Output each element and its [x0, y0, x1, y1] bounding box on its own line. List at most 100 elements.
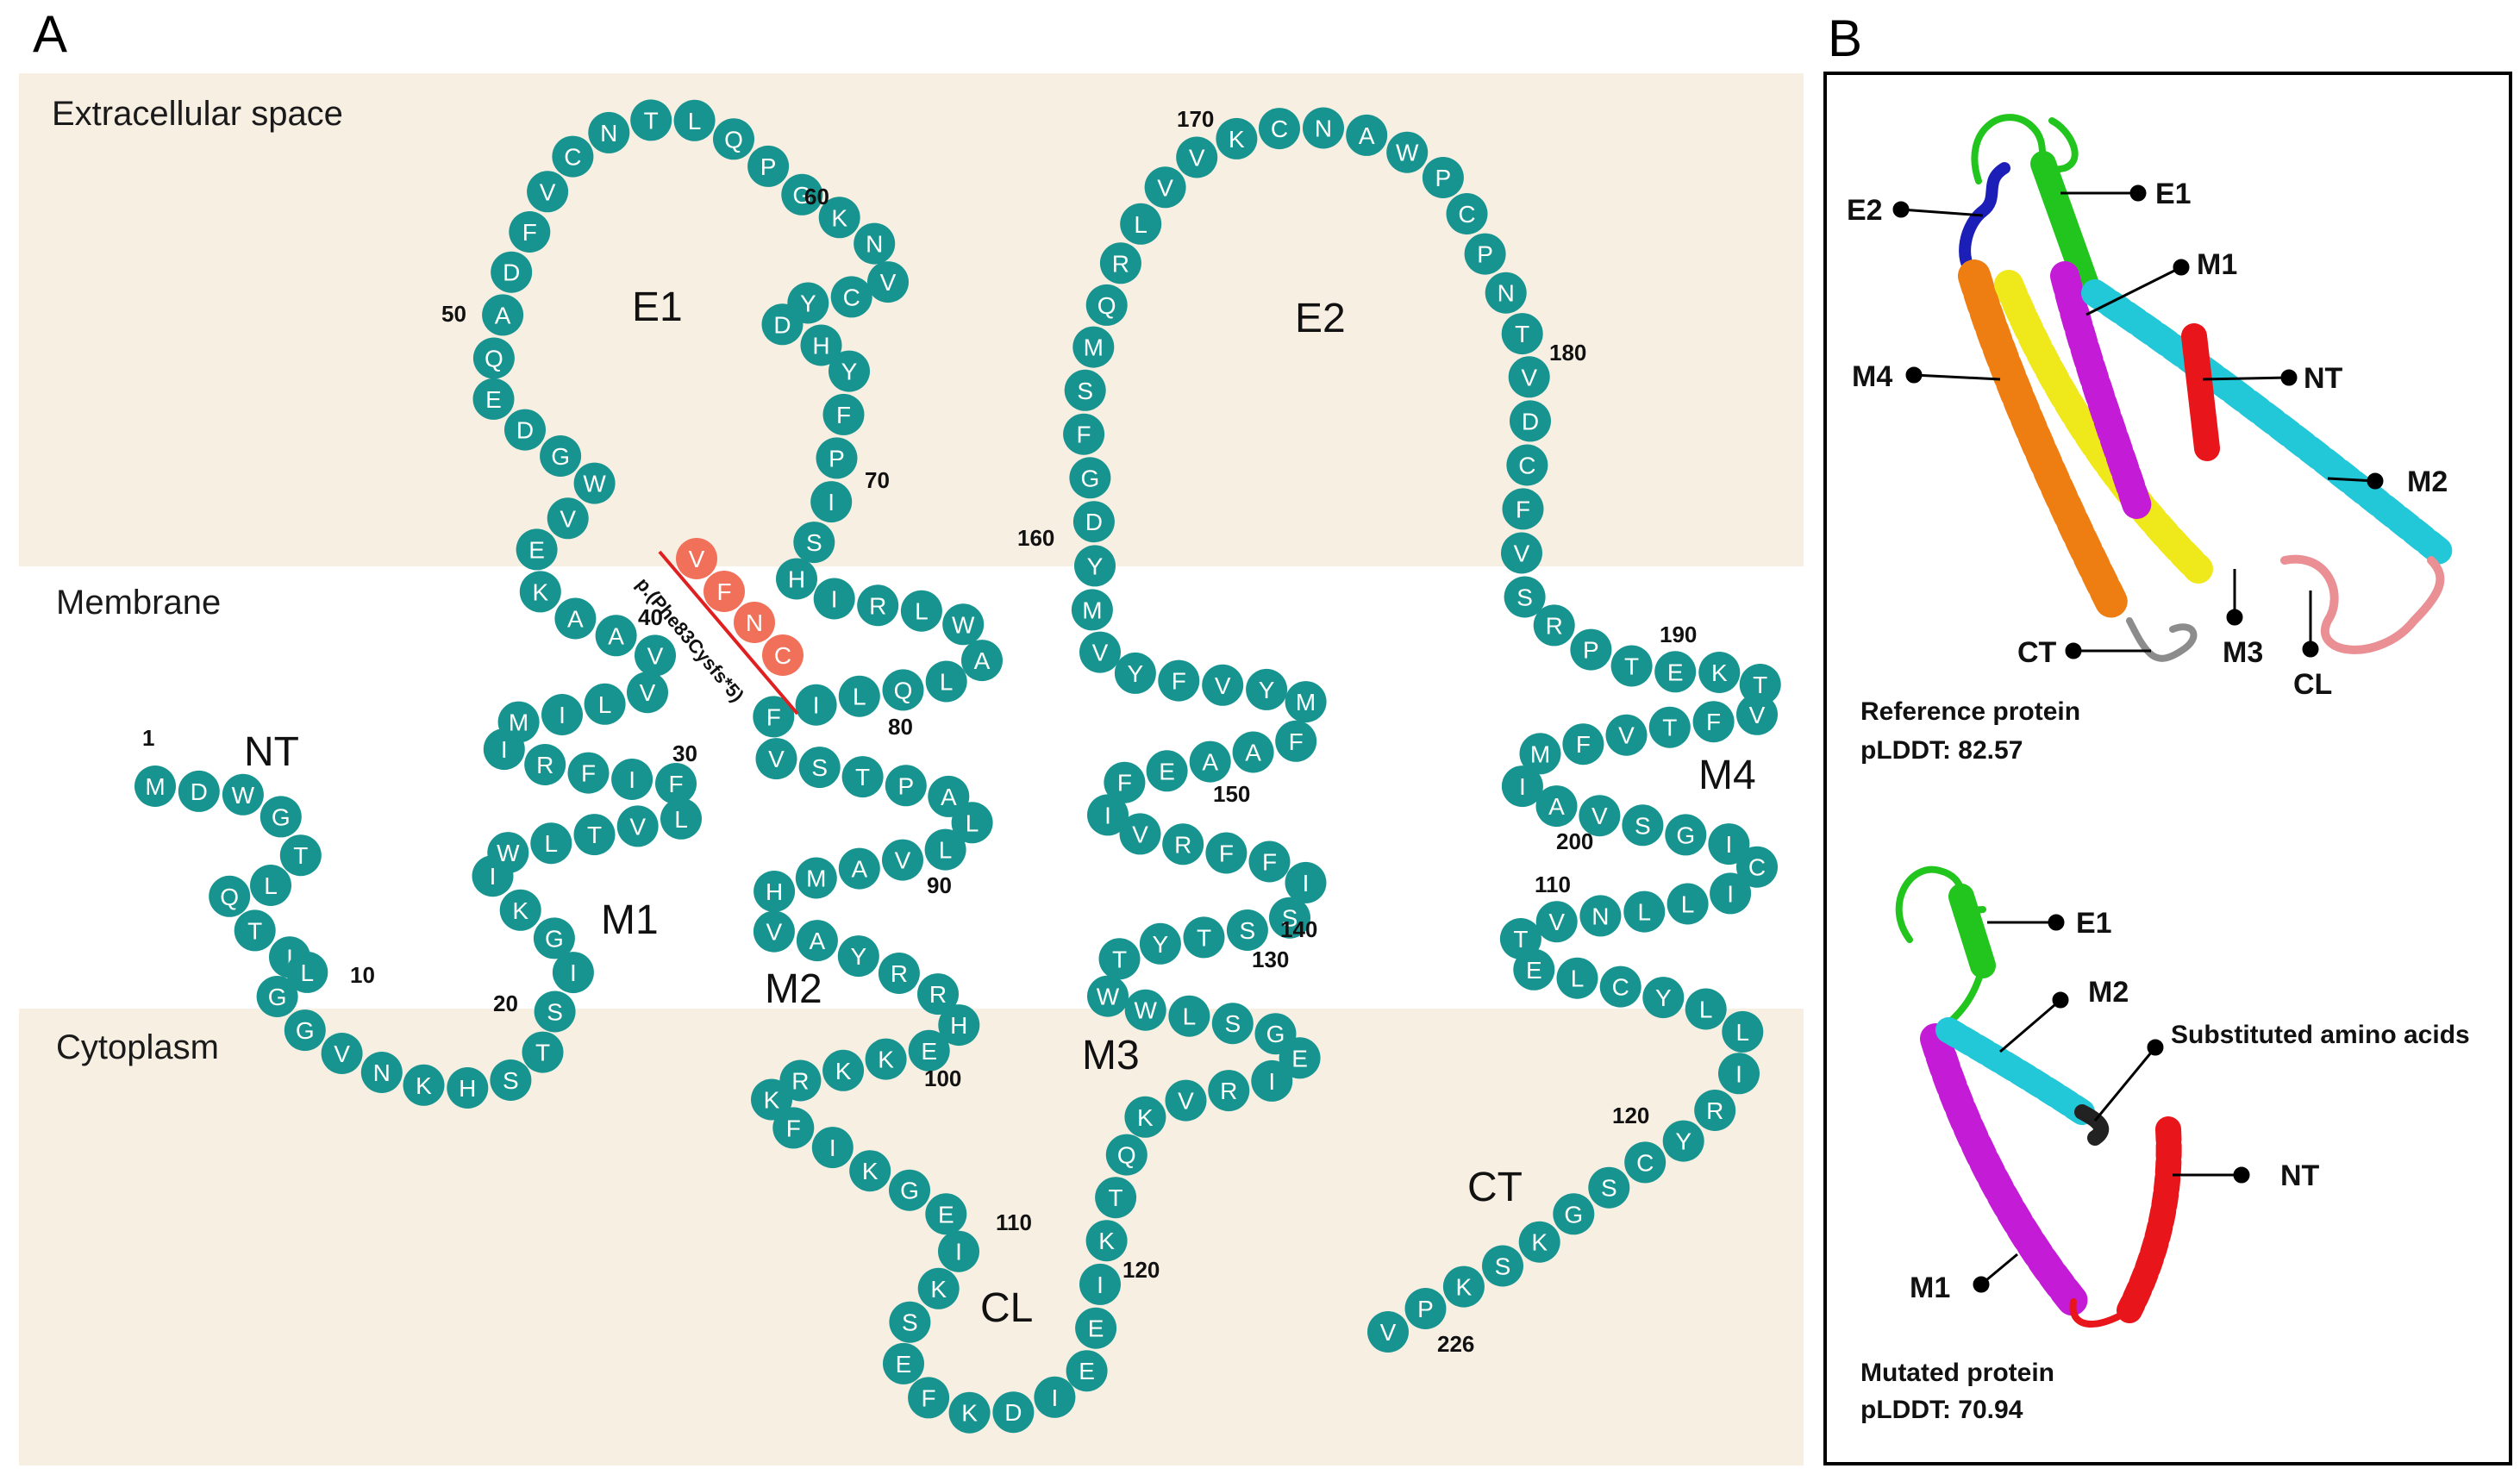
residue-letter: T [855, 764, 870, 790]
residue-105: F [772, 1107, 815, 1149]
residue-circle [1232, 731, 1274, 773]
residue-letter: L [940, 669, 954, 696]
residue-36: L [584, 683, 626, 725]
residue-79: Q [882, 669, 924, 711]
residue-131: L [1168, 995, 1210, 1037]
residue-186: T [1610, 645, 1653, 687]
residue-21: G [533, 917, 575, 959]
residue-circle [472, 337, 515, 379]
residue-77: A [961, 640, 1003, 682]
residue-150: M [1285, 681, 1327, 723]
residue-letter: L [1183, 1003, 1197, 1030]
residue-7: Q [209, 875, 251, 917]
residue-42: E [516, 528, 558, 571]
segment-m1: M1 [601, 897, 659, 943]
residue-circle [1508, 356, 1550, 398]
residue-71: S [793, 522, 835, 564]
residue-circle [800, 324, 842, 366]
residue-121: K [1085, 1220, 1128, 1262]
residue-59: G [781, 173, 823, 216]
residue-85: T [841, 756, 884, 798]
residue-circle [1654, 651, 1697, 693]
residue-letter: T [1197, 924, 1211, 951]
residue-circle [541, 694, 583, 735]
residue-letter: C [1518, 453, 1535, 479]
residue-circle [250, 865, 291, 906]
residue-circle [1736, 693, 1778, 735]
residue-130: S [1211, 1003, 1254, 1045]
residue-circle [925, 660, 967, 703]
residue-letter: G [296, 1017, 315, 1044]
residue-158: D [1072, 501, 1115, 543]
residue-circle [1162, 823, 1204, 865]
residue-letter: F [581, 760, 596, 787]
pos-220: 120 [1612, 1103, 1649, 1128]
residue-letter: M [806, 865, 826, 892]
residue-letter: E [1159, 758, 1175, 784]
ref-label-e2: E2 [1847, 194, 1883, 227]
residue-193: V [1605, 714, 1648, 756]
residue-letter: R [536, 752, 553, 778]
residue-circle [1066, 1350, 1108, 1392]
residue-letter: T [535, 1040, 550, 1066]
residue-letter: V [1157, 174, 1173, 201]
residue-letter: S [811, 754, 828, 781]
residue-letter: I [1104, 802, 1111, 828]
residue-175: P [1464, 233, 1506, 275]
residue-circle [1165, 1079, 1207, 1122]
residue-letter: T [1662, 715, 1677, 741]
residue-162: M [1072, 326, 1115, 368]
residue-14: N [360, 1052, 403, 1093]
residue-circle [673, 99, 716, 141]
residue-letter: V [895, 847, 911, 874]
residue-letter: L [1134, 211, 1147, 238]
residue-letter: V [1178, 1088, 1194, 1115]
residue-letter: C [1636, 1149, 1654, 1176]
residue-circle [882, 669, 924, 711]
residue-circle [284, 1009, 326, 1052]
residue-circle [1570, 628, 1612, 671]
residue-letter: R [869, 592, 886, 619]
residue-letter: R [891, 960, 908, 987]
residue-letter: F [1172, 668, 1186, 695]
residue-circle [497, 701, 540, 743]
residue-circle [552, 135, 594, 178]
residue-letter: D [503, 259, 520, 286]
residue-119: E [1075, 1307, 1117, 1349]
residue-letter: F [522, 219, 537, 246]
mut-label-subst: Substituted amino acids [2171, 1021, 2470, 1049]
residue-letter: L [1571, 965, 1585, 992]
residue-circle [1259, 108, 1300, 150]
residue-67: Y [829, 350, 870, 392]
mutated-residue-circle [734, 602, 775, 643]
residue-circle [838, 675, 880, 717]
residue-circle [554, 597, 597, 640]
residue-circle [403, 1064, 445, 1106]
ref-ct-tail [2126, 617, 2198, 662]
residue-circle [1087, 794, 1129, 836]
residue-letter: V [1521, 364, 1537, 391]
ref-m2-helix [2081, 279, 2454, 566]
residue-letter: W [497, 840, 520, 866]
residue-letter: A [810, 928, 826, 954]
residue-letter: I [490, 863, 497, 890]
residue-letter: Y [1655, 984, 1672, 1011]
residue-22: K [499, 889, 541, 931]
residue-letter: Y [1675, 1128, 1691, 1155]
pos-110: 110 [996, 1209, 1032, 1235]
residue-181: F [1502, 488, 1544, 530]
residue-letter: V [334, 1040, 350, 1067]
residue-29: F [655, 763, 697, 804]
residue-letter: W [232, 782, 255, 809]
residue-letter: T [1753, 672, 1767, 698]
mutated-residue-letter: F [716, 578, 731, 605]
residue-letter: I [1727, 880, 1734, 907]
residue-circle [1079, 1263, 1121, 1305]
residue-40: A [554, 597, 597, 640]
residue-212: Y [1642, 977, 1685, 1019]
residue-letter: K [1711, 659, 1728, 686]
residue-218: C [1624, 1141, 1666, 1184]
residue-circle [616, 805, 659, 847]
residue-25: L [530, 822, 572, 865]
residue-letter: F [922, 1384, 936, 1411]
